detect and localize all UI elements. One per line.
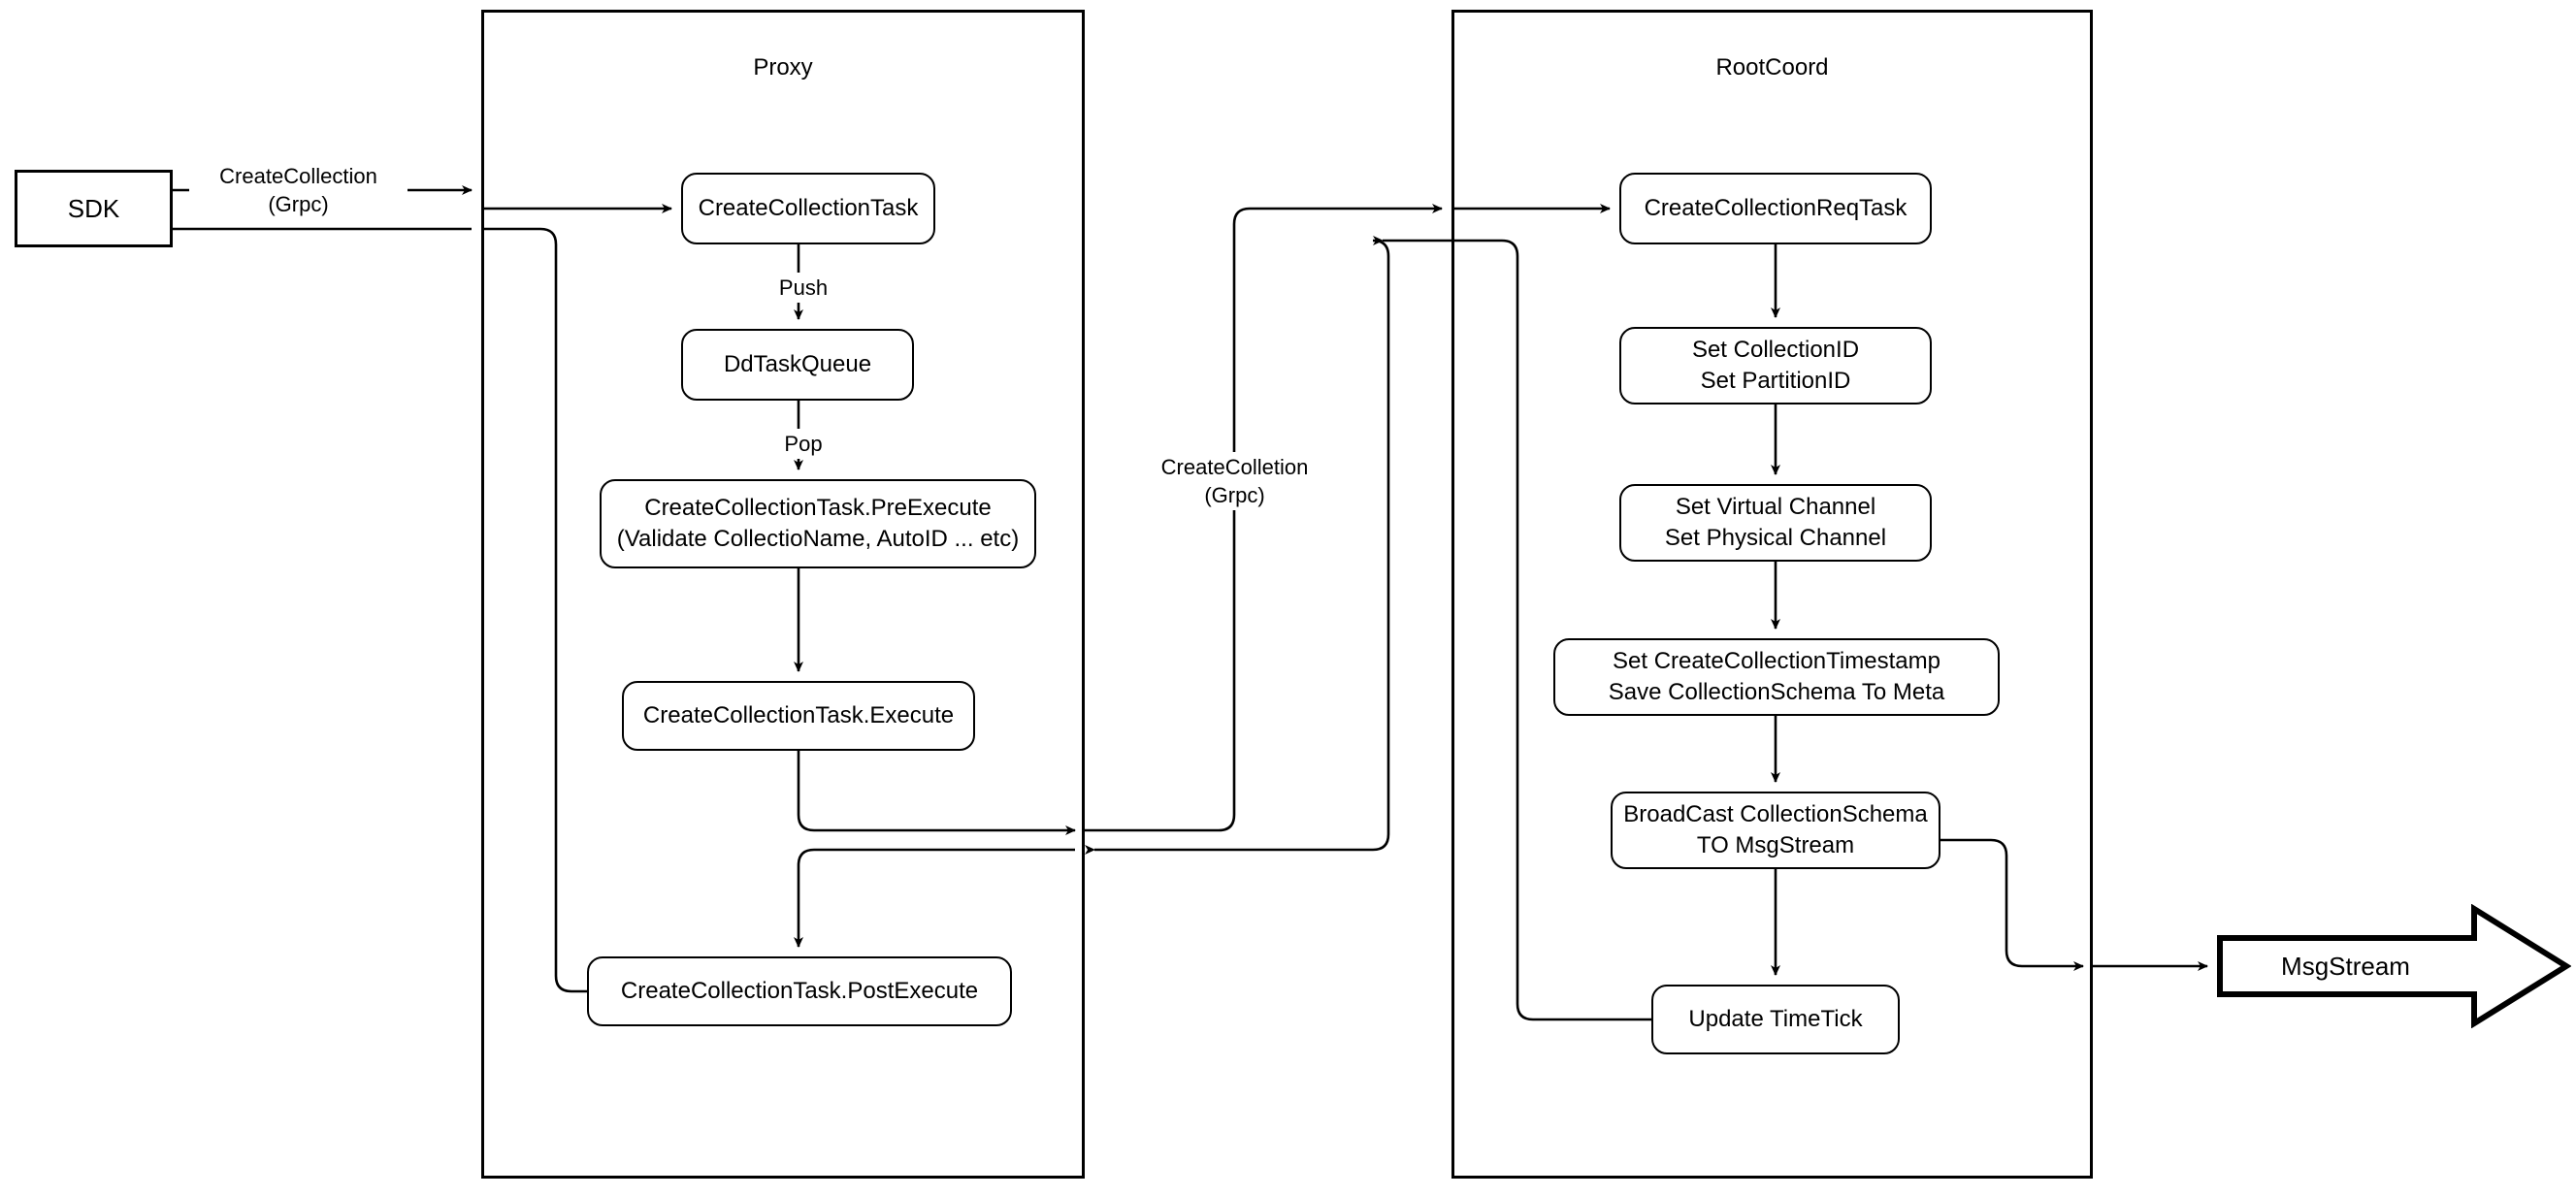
- node-create-collection-task-execute[interactable]: CreateCollectionTask.Execute: [622, 681, 975, 751]
- node-set-virtual-physical-channel[interactable]: Set Virtual Channel Set Physical Channel: [1619, 484, 1932, 562]
- node-set-collection-id-partition-id[interactable]: Set CollectionID Set PartitionID: [1619, 327, 1932, 404]
- node-msgstream[interactable]: [2217, 903, 2572, 1029]
- edge-broadcast-to-msgstream: [1940, 838, 2084, 971]
- edge-label-sdk-proxy: CreateCollection (Grpc): [189, 161, 408, 220]
- node-update-timetick[interactable]: Update TimeTick: [1651, 985, 1900, 1054]
- edge-label-proxy-rootcoord: CreateColletion (Grpc): [1130, 452, 1339, 511]
- edge-proxy-in-to-postexecute: [794, 848, 1075, 948]
- edge-label-pop: Pop: [745, 429, 862, 460]
- container-rootcoord: [1451, 10, 2093, 1179]
- node-msgstream-label: MsgStream: [2281, 952, 2410, 981]
- edge-postexecute-to-return: [481, 227, 587, 993]
- node-create-collection-task[interactable]: CreateCollectionTask: [681, 173, 935, 244]
- node-sdk[interactable]: SDK: [15, 170, 173, 247]
- node-set-create-collection-timestamp[interactable]: Set CreateCollectionTimestamp Save Colle…: [1553, 638, 2000, 716]
- msgstream-arrow-shape: [2217, 903, 2572, 1029]
- edge-updatett-to-return: [1461, 239, 1651, 1021]
- container-proxy-title: Proxy: [753, 54, 813, 81]
- container-rootcoord-title: RootCoord: [1715, 54, 1829, 81]
- edge-execute-to-rootcoord: [797, 751, 1076, 835]
- edge-proxy-out-to-rootcoord-in: [1085, 204, 1443, 832]
- edge-label-push: Push: [745, 273, 862, 304]
- node-create-collection-task-postexecute[interactable]: CreateCollectionTask.PostExecute: [587, 956, 1012, 1026]
- node-broadcast-collection-schema[interactable]: BroadCast CollectionSchema TO MsgStream: [1611, 792, 1940, 869]
- node-create-collection-task-preexecute[interactable]: CreateCollectionTask.PreExecute (Validat…: [600, 479, 1036, 568]
- container-proxy: [481, 10, 1085, 1179]
- edge-rootcoord-return-to-proxy: [1085, 239, 1390, 855]
- node-create-collection-req-task[interactable]: CreateCollectionReqTask: [1619, 173, 1932, 244]
- node-dd-task-queue[interactable]: DdTaskQueue: [681, 329, 914, 401]
